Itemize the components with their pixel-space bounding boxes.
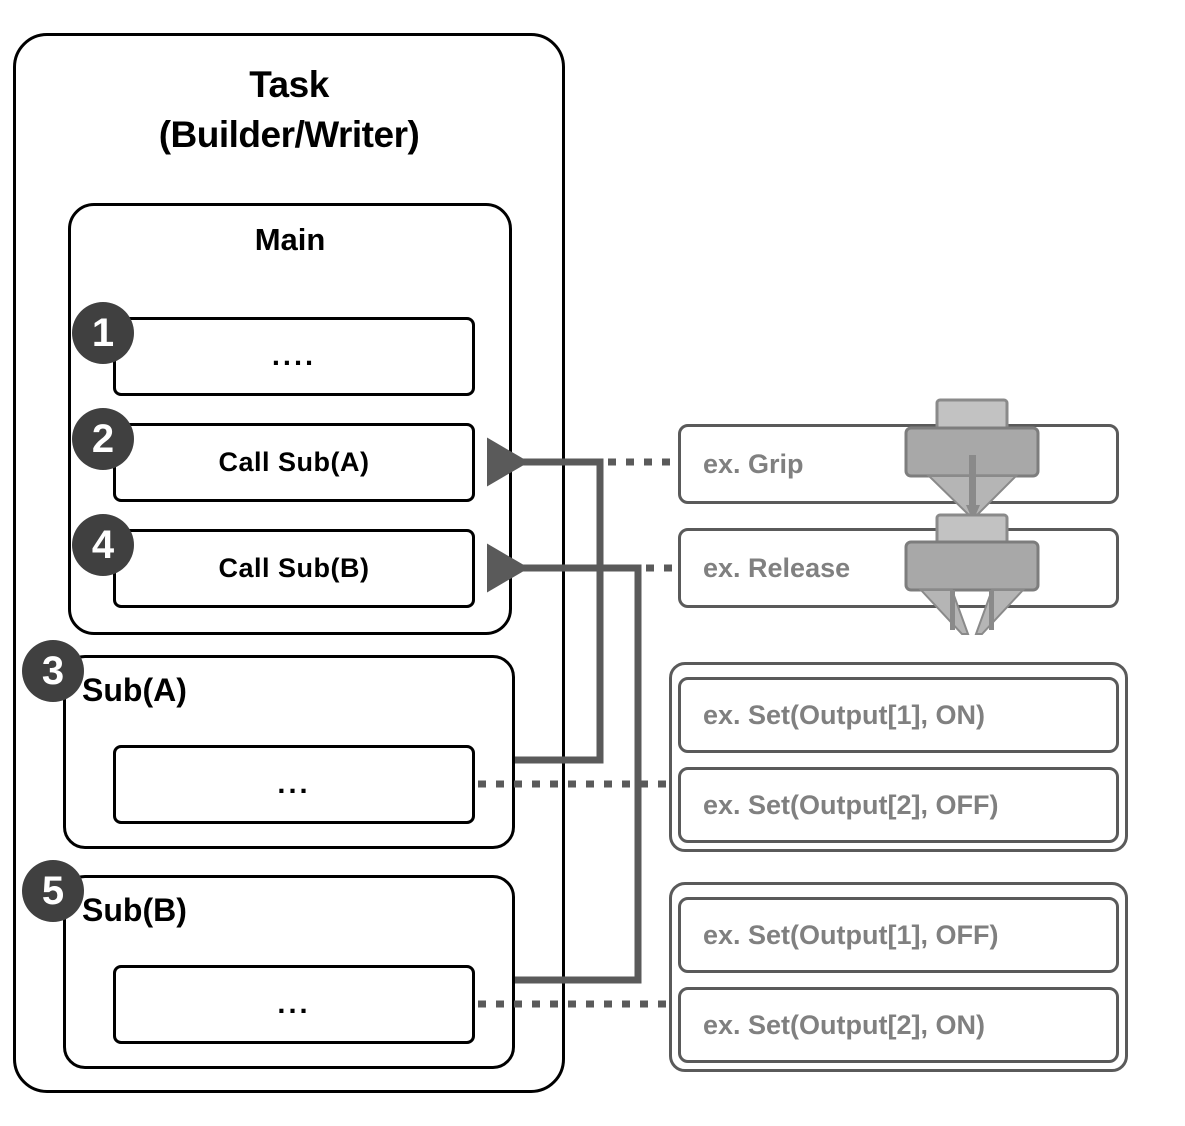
step-badge-5: 5 [22,860,84,922]
main-title: Main [254,222,326,257]
main-row-1-label: .... [271,340,317,372]
sub-b-body-label: ... [277,988,311,1020]
sub-b-body[interactable]: ... [113,965,475,1044]
example-set-output-1-off[interactable]: ex. Set(Output[1], OFF) [678,897,1119,973]
task-title: Task (Builder/Writer) [13,60,565,160]
example-grip-box[interactable]: ex. Grip [678,424,1119,504]
step-badge-4: 4 [72,514,134,576]
main-row-call-sub-a[interactable]: Call Sub(A) [113,423,475,502]
example-set-output-2-off[interactable]: ex. Set(Output[2], OFF) [678,767,1119,843]
main-row-3-label: Call Sub(B) [218,553,370,583]
main-row-2-label: Call Sub(A) [218,447,370,477]
example-set-output-1-on[interactable]: ex. Set(Output[1], ON) [678,677,1119,753]
example-b1-label: ex. Set(Output[1], OFF) [703,919,999,950]
step-badge-1: 1 [72,302,134,364]
sub-a-body-label: ... [277,768,311,800]
example-set-output-2-on[interactable]: ex. Set(Output[2], ON) [678,987,1119,1063]
example-a1-label: ex. Set(Output[1], ON) [703,699,985,730]
step-badge-2: 2 [72,408,134,470]
main-row-1[interactable]: .... [113,317,475,396]
example-release-label: ex. Release [703,552,851,583]
step-badge-3: 3 [22,640,84,702]
example-group-b [669,882,1128,1072]
task-title-line2: (Builder/Writer) [158,113,420,155]
example-a2-label: ex. Set(Output[2], OFF) [703,789,999,820]
example-grip-label: ex. Grip [703,448,804,479]
main-container [68,203,512,635]
example-b2-label: ex. Set(Output[2], ON) [703,1009,985,1040]
sub-b-title: Sub(B) [82,892,187,928]
task-title-line1: Task [249,64,329,105]
main-row-call-sub-b[interactable]: Call Sub(B) [113,529,475,608]
sub-a-title: Sub(A) [82,672,187,708]
example-release-box[interactable]: ex. Release [678,528,1119,608]
example-group-a [669,662,1128,852]
sub-a-body[interactable]: ... [113,745,475,824]
